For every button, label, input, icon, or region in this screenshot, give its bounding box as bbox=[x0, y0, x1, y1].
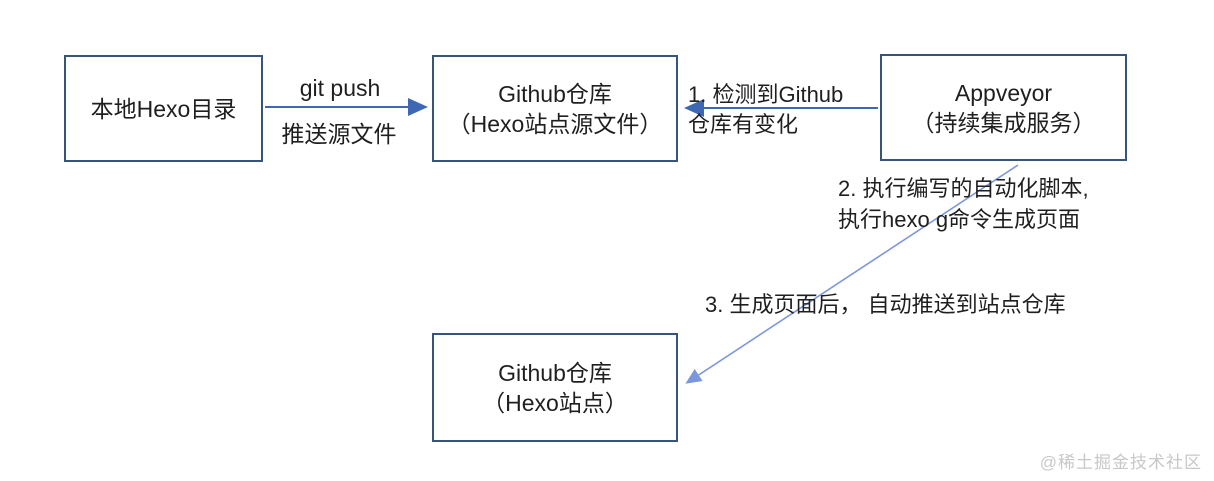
step1-line1: 1. 检测到Github bbox=[688, 82, 844, 107]
node-github-source-label-line2: （Hexo站点源文件） bbox=[447, 110, 663, 137]
node-github-site-label-line1: Github仓库 bbox=[498, 359, 612, 386]
push-source-files-label: 推送源文件 bbox=[281, 121, 397, 147]
node-local-hexo: 本地Hexo目录 bbox=[64, 55, 263, 162]
step3-push-to-site-label: 3. 生成页面后， 自动推送到站点仓库 bbox=[705, 292, 1066, 317]
watermark: @稀土掘金技术社区 bbox=[1039, 453, 1202, 472]
node-appveyor-label-line2: （持续集成服务） bbox=[911, 109, 1096, 136]
step2-line1: 2. 执行编写的自动化脚本, bbox=[838, 176, 1089, 201]
node-github-source-label-line1: Github仓库 bbox=[498, 80, 612, 107]
node-github-site-repo: Github仓库 （Hexo站点） bbox=[432, 333, 678, 442]
step2-line2: 执行hexo g命令生成页面 bbox=[838, 207, 1081, 232]
step1-line2: 仓库有变化 bbox=[688, 112, 799, 137]
node-appveyor-label-line1: Appveyor bbox=[954, 79, 1053, 106]
node-appveyor: Appveyor （持续集成服务） bbox=[880, 54, 1127, 161]
node-local-hexo-label: 本地Hexo目录 bbox=[90, 95, 237, 122]
git-push-label: git push bbox=[299, 75, 381, 101]
node-github-site-label-line2: （Hexo站点） bbox=[482, 389, 628, 416]
step1-detect-change-label: 1. 检测到Github 仓库有变化 bbox=[688, 80, 843, 140]
step2-run-script-label: 2. 执行编写的自动化脚本, 执行hexo g命令生成页面 bbox=[838, 173, 1089, 235]
node-github-source-repo: Github仓库 （Hexo站点源文件） bbox=[432, 55, 678, 162]
